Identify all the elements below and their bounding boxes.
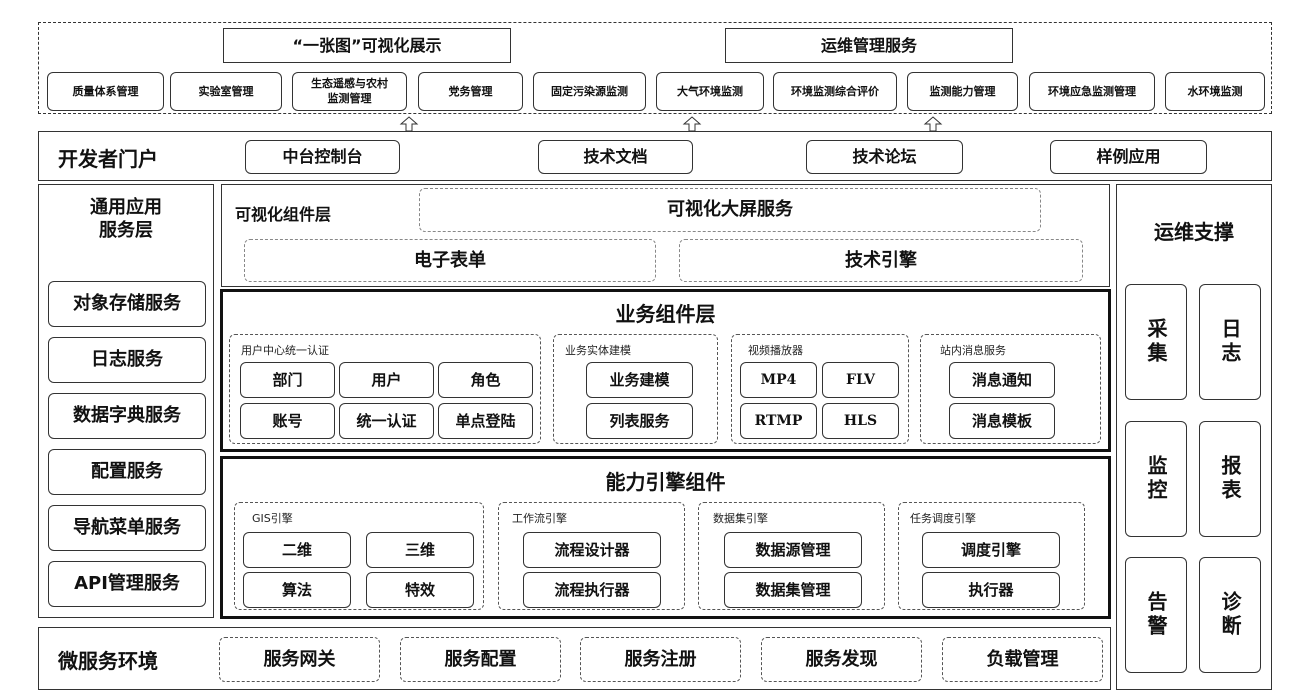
business-modeling: 业务建模 xyxy=(586,362,693,398)
message-template: 消息模板 xyxy=(949,403,1055,439)
up-arrow-icon xyxy=(399,116,419,132)
object-storage-service: 对象存储服务 xyxy=(48,281,206,327)
site-message-group xyxy=(920,334,1101,444)
tech-engine: 技术引擎 xyxy=(679,239,1083,282)
electronic-form: 电子表单 xyxy=(244,239,656,282)
entity-modeling-group xyxy=(553,334,718,444)
ms-load-management: 负载管理 xyxy=(942,637,1103,682)
visualization-layer-title: 可视化组件层 xyxy=(235,205,332,224)
config-service: 配置服务 xyxy=(48,449,206,495)
dataset-management: 数据集管理 xyxy=(724,572,862,608)
business-component-layer-title: 业务组件层 xyxy=(615,302,716,326)
log-service: 日志服务 xyxy=(48,337,206,383)
visual-display-box: “一张图”可视化展示 xyxy=(223,28,511,63)
microservice-environment-bar xyxy=(38,627,1111,690)
app-emergency-monitoring: 环境应急监测管理 xyxy=(1029,72,1155,111)
task-scheduling-group-label: 任务调度引擎 xyxy=(910,512,976,525)
video-hls: HLS xyxy=(822,403,899,439)
ops-alert: 告警 xyxy=(1125,557,1187,673)
app-fixed-pollution: 固定污染源监测 xyxy=(533,72,646,111)
general-service-layer-title: 通用应用 服务层 xyxy=(90,197,162,242)
ops-monitor: 监控 xyxy=(1125,421,1187,537)
ms-registry: 服务注册 xyxy=(580,637,741,682)
video-player-group-label: 视频播放器 xyxy=(748,344,803,357)
up-arrow-icon xyxy=(682,116,702,132)
video-flv: FLV xyxy=(822,362,899,398)
workflow-designer: 流程设计器 xyxy=(523,532,661,568)
scheduling-engine: 调度引擎 xyxy=(922,532,1060,568)
ops-support-title: 运维支撑 xyxy=(1154,220,1234,244)
portal-console: 中台控制台 xyxy=(245,140,400,174)
up-arrow-icon xyxy=(923,116,943,132)
workflow-engine-group-label: 工作流引擎 xyxy=(512,512,567,525)
site-message-group-label: 站内消息服务 xyxy=(940,344,1006,357)
video-rtmp: RTMP xyxy=(740,403,817,439)
api-management-service: API管理服务 xyxy=(48,561,206,607)
ms-config: 服务配置 xyxy=(400,637,561,682)
message-notification: 消息通知 xyxy=(949,362,1055,398)
ops-log: 日志 xyxy=(1199,284,1261,400)
dataset-engine-group xyxy=(698,502,885,610)
big-screen-service: 可视化大屏服务 xyxy=(419,188,1041,232)
ops-management-service-box: 运维管理服务 xyxy=(725,28,1013,63)
gis-effects: 特效 xyxy=(366,572,474,608)
data-dictionary-service: 数据字典服务 xyxy=(48,393,206,439)
gis-engine-group-label: GIS引擎 xyxy=(252,512,293,525)
data-source-management: 数据源管理 xyxy=(724,532,862,568)
developer-portal-title: 开发者门户 xyxy=(58,147,158,171)
ops-diagnose: 诊断 xyxy=(1199,557,1261,673)
workflow-engine-group xyxy=(498,502,685,610)
list-service: 列表服务 xyxy=(586,403,693,439)
user-auth-sso: 单点登陆 xyxy=(438,403,533,439)
app-comprehensive-evaluation: 环境监测综合评价 xyxy=(773,72,897,111)
microservice-environment-title: 微服务环境 xyxy=(58,649,158,673)
user-auth-account: 账号 xyxy=(240,403,335,439)
app-party-affairs: 党务管理 xyxy=(418,72,523,111)
ms-discovery: 服务发现 xyxy=(761,637,922,682)
gis-2d: 二维 xyxy=(243,532,351,568)
user-auth-group xyxy=(229,334,541,444)
app-air-monitoring: 大气环境监测 xyxy=(656,72,764,111)
app-quality-system: 质量体系管理 xyxy=(47,72,164,111)
user-auth-role: 角色 xyxy=(438,362,533,398)
task-scheduling-group xyxy=(898,502,1085,610)
gis-algorithm: 算法 xyxy=(243,572,351,608)
portal-sample-apps: 样例应用 xyxy=(1050,140,1207,174)
nav-menu-service: 导航菜单服务 xyxy=(48,505,206,551)
portal-tech-docs: 技术文档 xyxy=(538,140,693,174)
app-eco-remote-sensing: 生态遥感与农村 监测管理 xyxy=(292,72,407,111)
capability-engine-layer-title: 能力引擎组件 xyxy=(605,470,726,494)
ops-report: 报表 xyxy=(1199,421,1261,537)
top-application-frame xyxy=(38,22,1272,114)
app-laboratory: 实验室管理 xyxy=(170,72,282,111)
dataset-engine-group-label: 数据集引擎 xyxy=(713,512,768,525)
gis-3d: 三维 xyxy=(366,532,474,568)
user-auth-unified-auth: 统一认证 xyxy=(339,403,434,439)
ops-collect: 采集 xyxy=(1125,284,1187,400)
video-mp4: MP4 xyxy=(740,362,817,398)
task-executor: 执行器 xyxy=(922,572,1060,608)
app-water-monitoring: 水环境监测 xyxy=(1165,72,1265,111)
portal-tech-forum: 技术论坛 xyxy=(806,140,963,174)
entity-modeling-group-label: 业务实体建模 xyxy=(565,344,631,357)
user-auth-group-label: 用户中心统一认证 xyxy=(241,344,329,357)
video-player-group xyxy=(731,334,909,444)
gis-engine-group xyxy=(234,502,484,610)
ms-gateway: 服务网关 xyxy=(219,637,380,682)
workflow-executor: 流程执行器 xyxy=(523,572,661,608)
user-auth-user: 用户 xyxy=(339,362,434,398)
app-capability-management: 监测能力管理 xyxy=(907,72,1018,111)
user-auth-department: 部门 xyxy=(240,362,335,398)
